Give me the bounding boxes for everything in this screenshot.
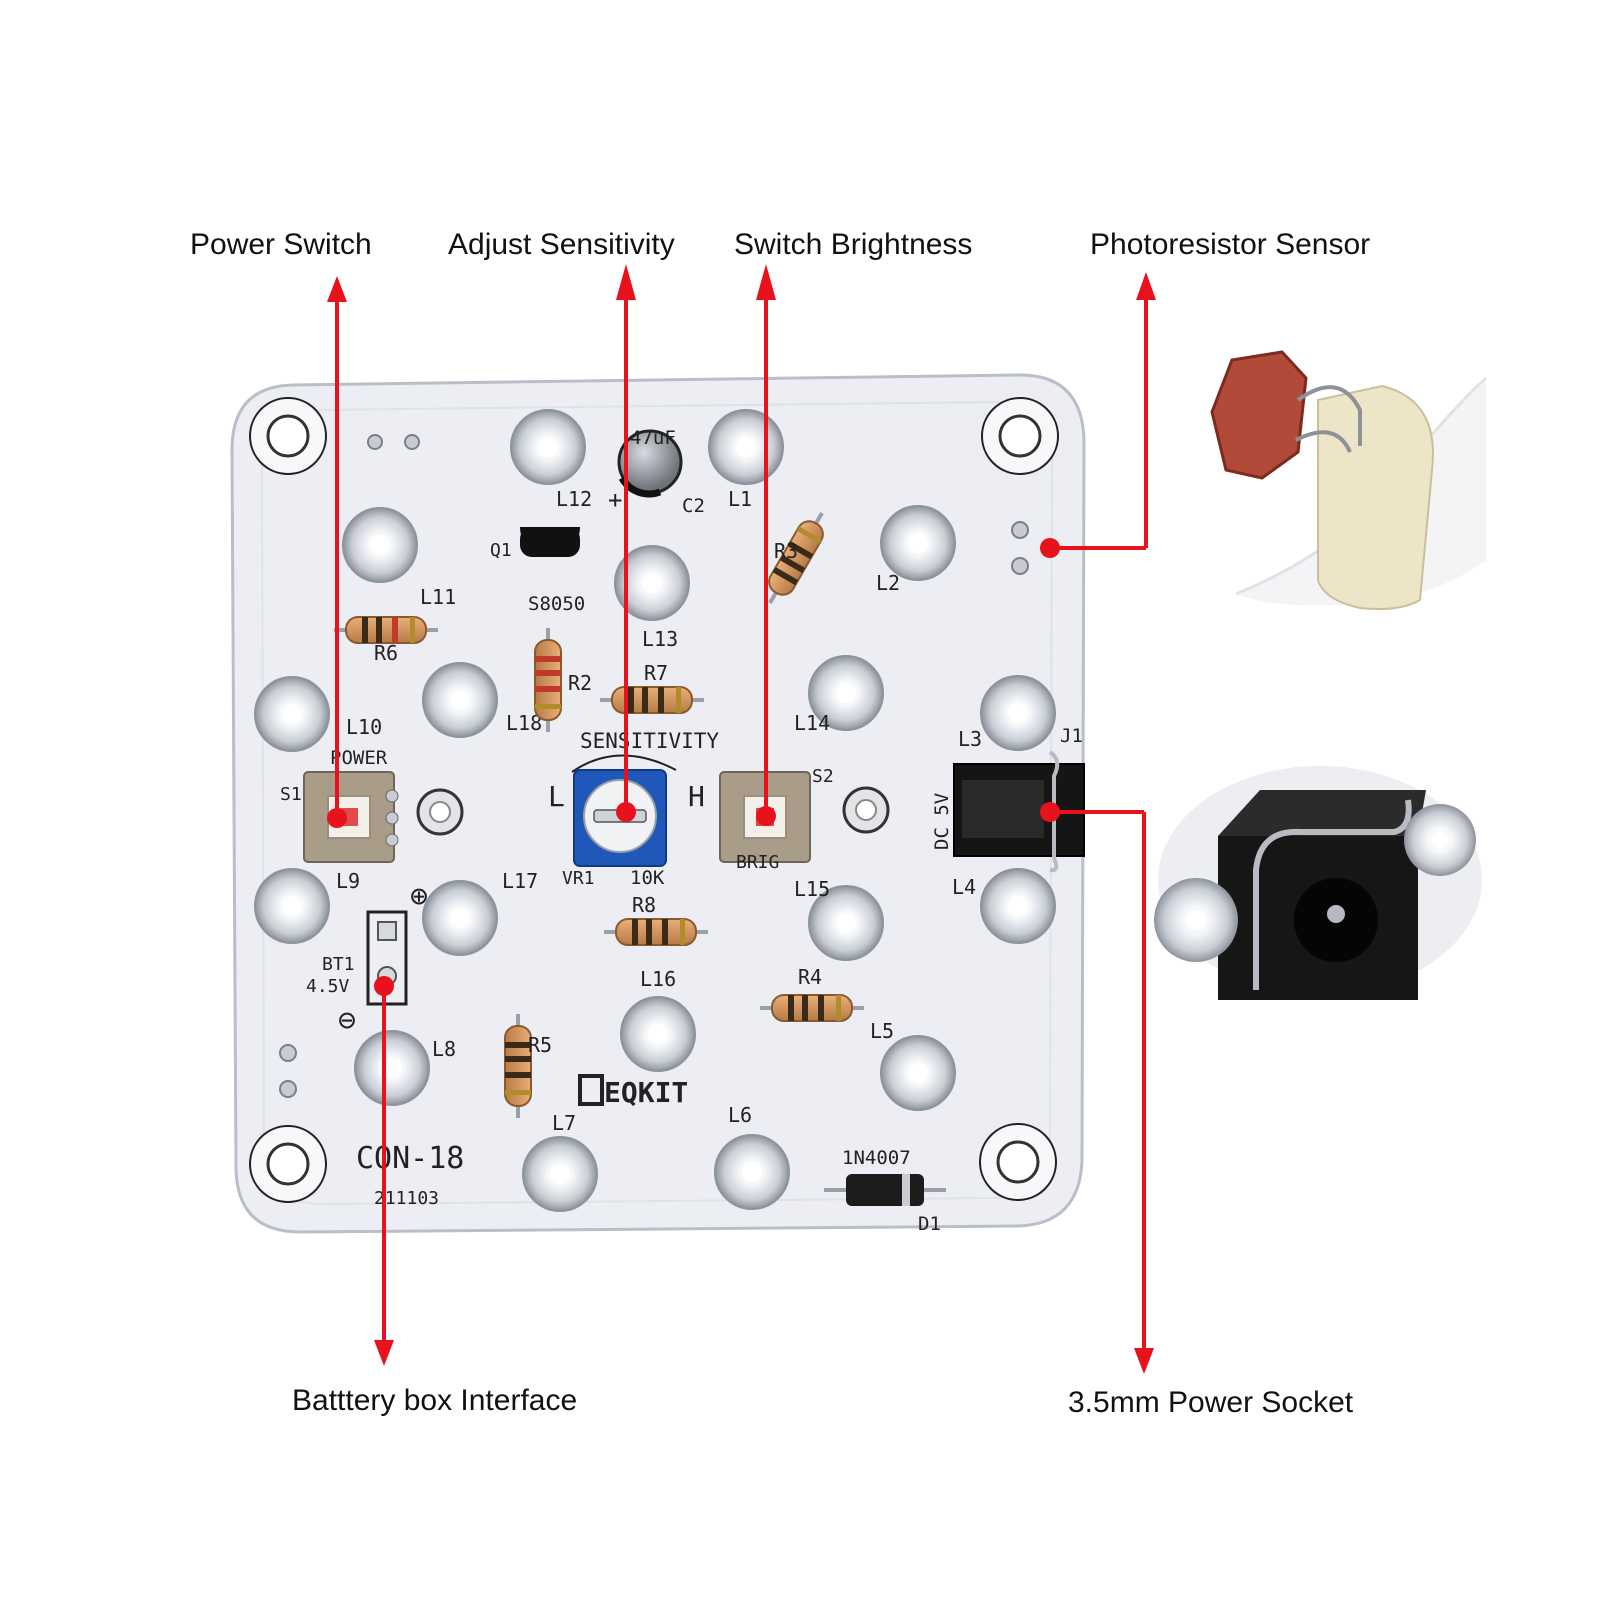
led: [980, 675, 1056, 751]
led: [354, 1030, 430, 1106]
brig-label: BRIG: [736, 852, 779, 873]
resistor: [604, 918, 708, 946]
switch-brightness-callout: Switch Brightness: [734, 228, 973, 261]
vr-value-label: 10K: [630, 867, 665, 889]
resistor-label: R4: [798, 965, 822, 989]
date-code-label: 211103: [374, 1188, 439, 1209]
plus-symbol: ⊕: [410, 879, 428, 914]
sensitivity-silkscreen: SENSITIVITY L H VR1 10K: [548, 729, 719, 889]
bt-voltage-label: 4.5V: [306, 976, 350, 997]
led-label: L16: [640, 967, 676, 991]
led-label: L5: [870, 1019, 894, 1043]
photoresistor-sensor-callout: Photoresistor Sensor: [1090, 228, 1371, 261]
resistor-label: R2: [568, 671, 592, 695]
resistor-label: R6: [374, 641, 398, 665]
resistor-label: R8: [632, 893, 656, 917]
led-label: L9: [336, 869, 360, 893]
led-label: L13: [642, 627, 678, 651]
led-label: L10: [346, 715, 382, 739]
d1-label: D1: [918, 1213, 941, 1235]
high-label: H: [688, 780, 705, 813]
led: [714, 1134, 790, 1210]
led-label: L7: [552, 1111, 576, 1135]
j1-label: J1: [1060, 725, 1083, 747]
resistor: [760, 994, 864, 1022]
resistor-label: R7: [644, 661, 668, 685]
standoff-hole: [416, 786, 890, 836]
led: [808, 655, 884, 731]
resistor: [534, 628, 562, 732]
led: [880, 505, 956, 581]
brand-logo: EQKIT: [578, 1074, 688, 1109]
resistor-label: R5: [528, 1033, 552, 1057]
led: [254, 868, 330, 944]
led-label: L3: [958, 727, 982, 751]
adjust-sensitivity-callout: Adjust Sensitivity: [448, 228, 675, 261]
led-label: L17: [502, 869, 538, 893]
resistor: [504, 1014, 532, 1118]
led-label: L14: [794, 711, 830, 735]
led: [254, 676, 330, 752]
capacitor-c2: 47uF + C2: [608, 427, 705, 517]
power-socket-inset: [1154, 766, 1482, 1000]
led: [620, 996, 696, 1072]
led-label: L2: [876, 571, 900, 595]
q1-label: Q1: [490, 540, 512, 561]
low-label: L: [548, 780, 565, 813]
led-label: L12: [556, 487, 592, 511]
led: [614, 545, 690, 621]
dc-label: DC 5V: [931, 793, 953, 850]
led-label: L6: [728, 1103, 752, 1127]
resistor-labels: R6 R2 R3 R7 R8 R4 R5: [374, 539, 822, 1057]
led-label: L4: [952, 875, 976, 899]
led-label: L11: [420, 585, 456, 609]
led-label: L15: [794, 877, 830, 901]
resistor: [334, 616, 438, 644]
led-labels: L12 L1 L11 L2 L13 L10 L18 L14 L3 L9 L17 …: [336, 487, 982, 1135]
resistor: [768, 511, 824, 605]
s2-label: S2: [812, 766, 834, 787]
led: [522, 1136, 598, 1212]
led: [980, 868, 1056, 944]
transistor-label: S8050: [528, 593, 585, 615]
cap-plus-label: +: [608, 486, 622, 514]
transistor-q1: Q1 S8050: [490, 527, 585, 615]
model-label: CON-18: [356, 1141, 464, 1176]
led: [342, 507, 418, 583]
photoresistor-inset: [1210, 350, 1488, 610]
led: [422, 880, 498, 956]
led: [510, 409, 586, 485]
minus-symbol: ⊖: [338, 1003, 356, 1038]
led-label: L1: [728, 487, 752, 511]
bt1-label: BT1: [322, 954, 355, 975]
diode-label: 1N4007: [842, 1147, 911, 1169]
vr1-label: VR1: [562, 868, 595, 889]
power-switch-s1[interactable]: [303, 771, 399, 863]
resistor-label: R3: [774, 539, 798, 563]
resistor: [600, 686, 704, 714]
led-array: [254, 409, 1056, 1212]
diode-d1: [824, 1174, 946, 1206]
sensitivity-label: SENSITIVITY: [580, 729, 719, 753]
led: [880, 1035, 956, 1111]
battery-box-interface-callout: Batttery box Interface: [292, 1384, 578, 1417]
power-label: POWER: [330, 747, 388, 769]
s1-label: S1: [280, 784, 302, 805]
led: [708, 409, 784, 485]
power-switch-callout: Power Switch: [190, 228, 372, 261]
callout-arrows: [327, 264, 1156, 1374]
mounting-holes: [249, 397, 1059, 1203]
brand-text: EQKIT: [604, 1076, 688, 1109]
led-label: L8: [432, 1037, 456, 1061]
led: [422, 662, 498, 738]
cap-ref-label: C2: [682, 495, 705, 517]
led: [808, 885, 884, 961]
cap-value-label: 47uF: [630, 427, 676, 449]
pads: [279, 434, 1029, 1098]
power-socket-callout: 3.5mm Power Socket: [1068, 1386, 1354, 1419]
